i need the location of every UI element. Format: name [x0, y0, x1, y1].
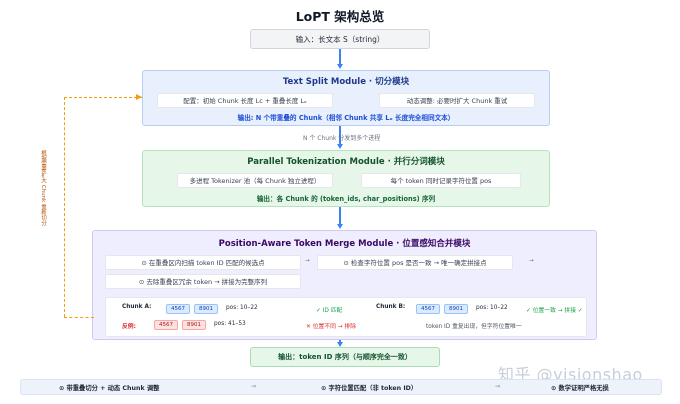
token-chip: 4567 [416, 304, 440, 314]
token-chip: 8901 [194, 304, 218, 314]
position-match-label: ✓ 位置一致 → 拼接 ✓ [526, 308, 583, 314]
chunk-b-label: Chunk B: [376, 304, 406, 310]
chunk-b-pos: pos: 10–22 [476, 305, 508, 311]
flow-arrowhead [337, 144, 343, 149]
diagram-title: LoPT 架构总览 [295, 9, 385, 24]
token-chip: 8901 [182, 320, 206, 330]
feature-item: ⊙ 带重叠切分 + 动态 Chunk 调整 [59, 385, 160, 392]
feature-item: ⊙ 数学证明严格无损 [551, 385, 609, 392]
id-match-label: ✓ ID 匹配 [316, 308, 343, 314]
feature-item: ⊙ 字符位置匹配（非 token ID） [321, 385, 418, 392]
config-chip: 配置：初始 Chunk 长度 Lc + 重叠长度 Lₒ [157, 93, 333, 108]
output-box: 输出：token ID 序列（与顺序完全一致） [250, 347, 440, 367]
counter-pos: pos: 41–53 [214, 321, 246, 327]
position-record-chip: 每个 token 同时记录字符位置 pos [361, 173, 521, 188]
feature-footer: ⊙ 带重叠切分 + 动态 Chunk 调整 → ⊙ 字符位置匹配（非 token… [20, 379, 662, 395]
flow-arrowhead [337, 224, 343, 229]
feedback-loop-line [64, 97, 142, 98]
tokenizer-pool-chip: 多进程 Tokenizer 池（每 Chunk 独立进程） [177, 173, 333, 188]
scan-step-chip: ⊙ 在重叠区内扫描 token ID 匹配的候选点 [105, 255, 301, 270]
token-chip: 4567 [166, 304, 190, 314]
text-split-module: Text Split Module · 切分模块 配置：初始 Chunk 长度 … [142, 70, 550, 126]
flow-line [339, 340, 341, 343]
parallel-tokenization-module: Parallel Tokenization Module · 并行分词模块 多进… [142, 150, 550, 207]
counter-note: token ID 重复出现，但字符位置唯一 [426, 324, 522, 330]
feedback-loop-line [64, 97, 65, 317]
module-output: 输出: N 个带重叠的 Chunk（相邻 Chunk 共享 Lₒ 长度完全相同文… [237, 114, 455, 122]
check-position-step-chip: ⊙ 检查字符位置 pos 是否一致 → 唯一确定拼接点 [317, 255, 513, 270]
counter-example-label: 反例: [122, 324, 136, 330]
module-title: Text Split Module · 切分模块 [282, 77, 410, 87]
feedback-loop-line [64, 317, 94, 318]
flow-line [339, 126, 341, 144]
token-merge-module: Position-Aware Token Merge Module · 位置感知… [92, 230, 597, 340]
step-arrow: → [305, 258, 310, 264]
dynamic-adjust-chip: 动态调整: 必要时扩大 Chunk 重试 [379, 93, 535, 108]
token-chip: 8901 [444, 304, 468, 314]
feedback-label: 根据需要扩大 Chunk 重新切分 [40, 150, 46, 226]
position-mismatch-label: ✕ 位置不同 → 排除 [306, 324, 357, 330]
flow-arrowhead [337, 342, 343, 347]
footer-arrow: → [251, 383, 257, 390]
merge-example-panel: Chunk A: 4567 8901 pos: 10–22 ✓ ID 匹配 Ch… [105, 297, 587, 337]
token-chip: 4567 [154, 320, 178, 330]
flow-line [339, 49, 341, 65]
flow-line [339, 207, 341, 224]
flow-arrowhead [337, 64, 343, 69]
input-box: 输入：长文本 S（string） [250, 29, 430, 49]
chunk-a-pos: pos: 10–22 [226, 305, 258, 311]
feedback-arrowhead [136, 94, 142, 100]
footer-arrow: → [495, 383, 501, 390]
module-title: Position-Aware Token Merge Module · 位置感知… [218, 239, 471, 249]
module-title: Parallel Tokenization Module · 并行分词模块 [247, 157, 445, 167]
chunk-a-label: Chunk A: [122, 304, 152, 310]
dedupe-step-chip: ⊙ 去除重叠区冗余 token → 拼接为完整序列 [105, 274, 301, 289]
distribution-note: N 个 Chunk 分发到多个进程 [303, 135, 381, 142]
step-arrow: → [529, 258, 534, 264]
module-output: 输出：各 Chunk 的 (token_ids, char_positions)… [256, 195, 436, 203]
